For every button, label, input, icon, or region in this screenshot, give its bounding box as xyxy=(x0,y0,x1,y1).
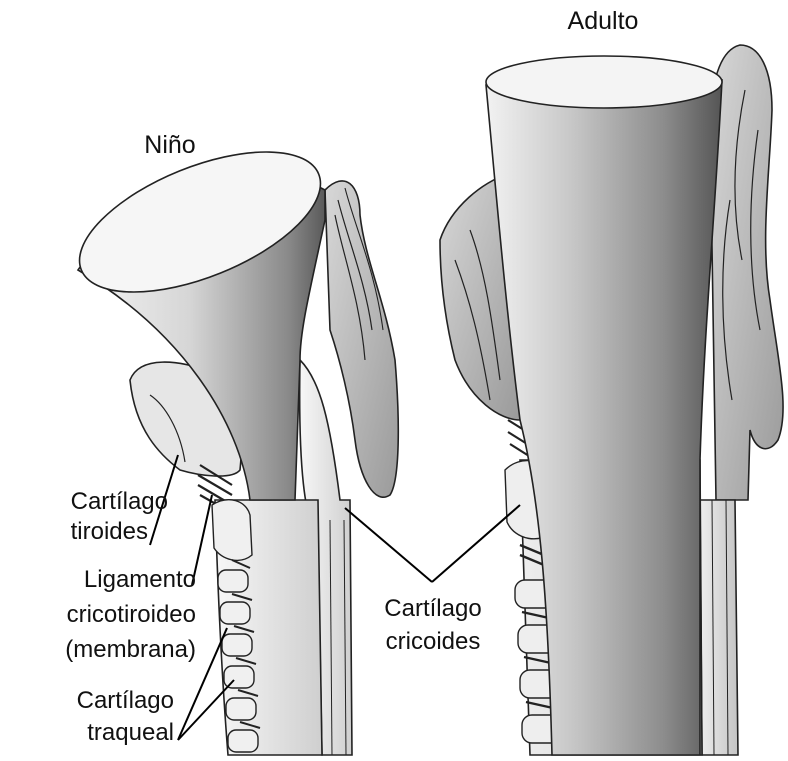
tracheal-label-line2: traqueal xyxy=(20,718,174,748)
child-title: Niño xyxy=(120,130,220,160)
ligament-label-line3: (membrana) xyxy=(10,635,196,665)
leader-cricoid-child xyxy=(345,508,432,582)
ligament-label-line1: Ligamento xyxy=(20,565,196,595)
adult-title: Adulto xyxy=(548,6,658,36)
leader-cricoid-adult xyxy=(432,505,520,582)
thyroid-label-line2: tiroides xyxy=(20,517,148,547)
cricoid-label-line1: Cartílago xyxy=(363,594,503,624)
thyroid-label-line1: Cartílago xyxy=(20,487,168,517)
cricoid-label-line2: cricoides xyxy=(363,627,503,657)
ligament-label-line2: cricotiroideo xyxy=(10,600,196,630)
tracheal-label-line1: Cartílago xyxy=(20,686,174,716)
